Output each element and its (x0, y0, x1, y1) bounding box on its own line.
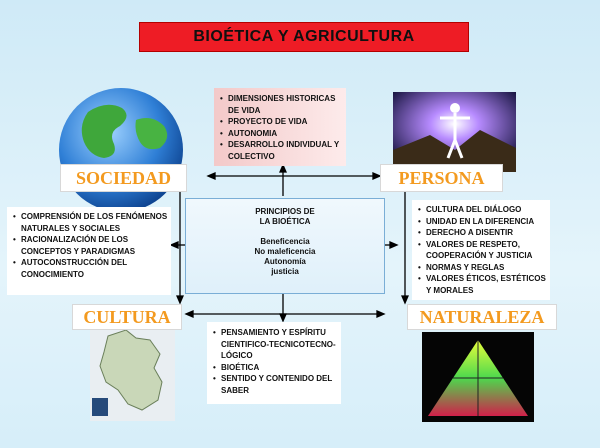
label-sociedad: SOCIEDAD (60, 164, 187, 192)
label-persona: PERSONA (380, 164, 503, 192)
list-item: PENSAMIENTO Y ESPÍRITU CIENTIFICO-TECNIC… (213, 327, 338, 362)
list-item: DESARROLLO INDIVIDUAL Y COLECTIVO (220, 139, 342, 162)
principles-heading: LA BIOÉTICA (259, 217, 311, 226)
principle-item: Beneficencia (260, 237, 310, 246)
list-item: CULTURA DEL DIÁLOGO (418, 204, 547, 216)
list-item: AUTOCONSTRUCCIÓN DEL CONOCIMIENTO (13, 257, 168, 280)
list-item: RACIONALIZACIÓN DE LOS CONCEPTOS Y PARAD… (13, 234, 168, 257)
list-item: COMPRENSIÓN DE LOS FENÓMENOS NATURALES Y… (13, 211, 168, 234)
list-item: DIMENSIONES HISTORICAS DE VIDA (220, 93, 342, 116)
left-box: COMPRENSIÓN DE LOS FENÓMENOS NATURALES Y… (7, 207, 171, 295)
principles-box: PRINCIPIOS DE LA BIOÉTICA Beneficencia N… (185, 198, 385, 294)
list-item: SENTIDO Y CONTENIDO DEL SABER (213, 373, 338, 396)
list-item: BIOÉTICA (213, 362, 338, 374)
list-item: VALORES DE RESPETO, COOPERACIÓN Y JUSTIC… (418, 239, 547, 262)
list-item: DERECHO A DISENTIR (418, 227, 547, 239)
list-item: AUTONOMIA (220, 128, 342, 140)
principles-heading: PRINCIPIOS DE (255, 207, 315, 216)
list-item: UNIDAD EN LA DIFERENCIA (418, 216, 547, 228)
slide-title: BIOÉTICA Y AGRICULTURA (139, 22, 469, 52)
list-item: NORMAS Y REGLAS (418, 262, 547, 274)
connector-arrows (169, 163, 409, 323)
globe-icon (59, 88, 183, 212)
label-cultura: CULTURA (72, 304, 182, 330)
bottom-box: PENSAMIENTO Y ESPÍRITU CIENTIFICO-TECNIC… (207, 322, 341, 404)
principle-item: justicia (271, 267, 299, 276)
persona-image (393, 92, 516, 172)
map-image (90, 325, 175, 421)
principle-item: No maleficencia (254, 247, 316, 256)
right-box: CULTURA DEL DIÁLOGO UNIDAD EN LA DIFEREN… (412, 200, 550, 300)
top-box: DIMENSIONES HISTORICAS DE VIDA PROYECTO … (214, 88, 346, 166)
label-naturaleza: NATURALEZA (407, 304, 557, 330)
list-item: VALORES ÉTICOS, ESTÉTICOS Y MORALES (418, 273, 547, 296)
list-item: PROYECTO DE VIDA (220, 116, 342, 128)
pyramid-image (422, 332, 534, 422)
principle-item: Autonomía (264, 257, 306, 266)
